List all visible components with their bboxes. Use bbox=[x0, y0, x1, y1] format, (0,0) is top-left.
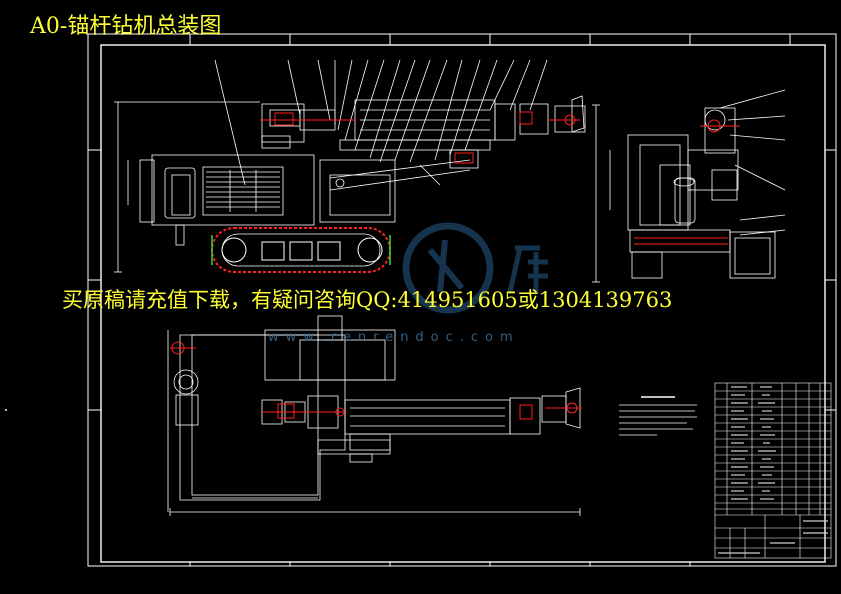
front-view bbox=[114, 59, 586, 273]
side-view-red-details bbox=[634, 119, 740, 245]
plan-view-red-details bbox=[170, 341, 582, 420]
watermark-logo-icon bbox=[402, 222, 548, 314]
parts-list-markings bbox=[718, 386, 828, 554]
front-view-red-details bbox=[260, 111, 580, 164]
side-view bbox=[592, 89, 786, 283]
watermark-url: www.renrendoc.com bbox=[268, 330, 520, 345]
crawler-track bbox=[211, 227, 391, 273]
download-notice: 买原稿请充值下载，有疑问咨询QQ:414951605或1304139763 bbox=[62, 288, 673, 312]
technical-notes bbox=[617, 394, 699, 440]
drawing-frame bbox=[87, 33, 837, 567]
drawing-title: A0-锚杆钻机总装图 bbox=[30, 14, 222, 39]
origin-marker bbox=[5, 409, 7, 411]
plan-view bbox=[167, 315, 581, 516]
parts-list-table bbox=[714, 382, 832, 559]
vent-grille bbox=[202, 166, 284, 216]
technical-notes-lines bbox=[619, 396, 697, 436]
